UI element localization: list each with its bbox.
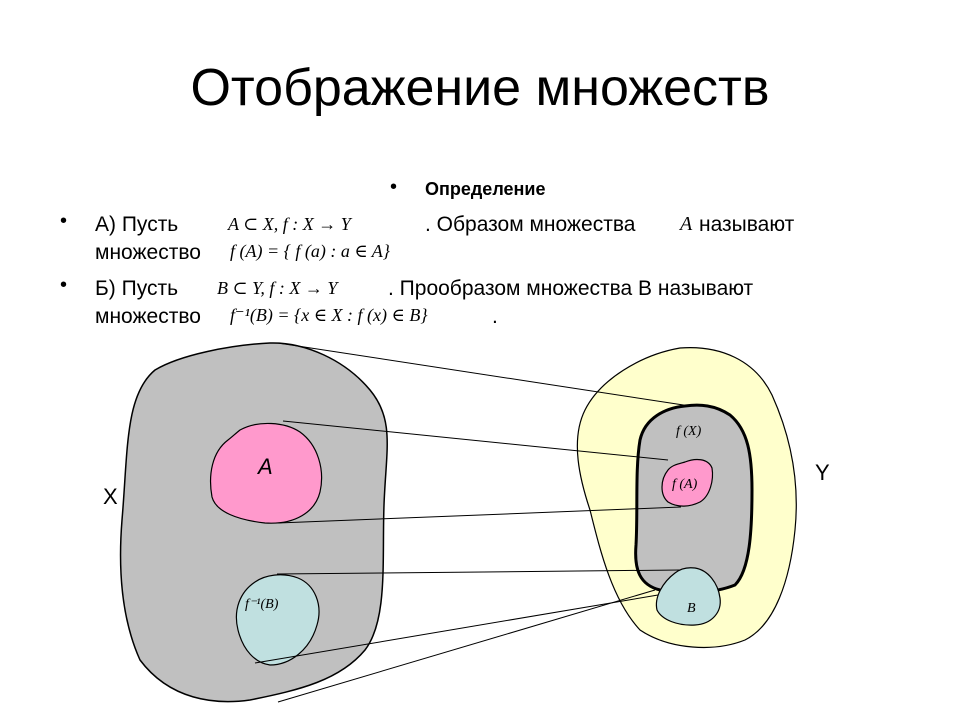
set-y-label: Y [815, 460, 830, 485]
definition-b-end: . [492, 305, 498, 328]
image-fx-label: f (X) [676, 424, 702, 439]
definition-heading: Определение [425, 179, 546, 199]
definition-a-set-var: A [680, 213, 693, 235]
set-x-region [119, 342, 388, 703]
subset-b-region [655, 567, 721, 626]
subset-a-region [209, 422, 323, 524]
definition-b-prefix: Б) Пусть [95, 277, 179, 300]
subset-b-label: B [687, 601, 696, 616]
preimage-b-label: f⁻¹(B) [245, 597, 279, 612]
image-fa-label: f (A) [672, 477, 698, 492]
definition-a-middle: . Образом множества [425, 213, 636, 236]
definition-b-middle: . Прообразом множества B называют [388, 277, 754, 300]
definition-a-prefix: А) Пусть [95, 213, 179, 236]
bullet-dot: • [60, 274, 68, 296]
definition-a-condition: A ⊂ X, f : X → Y [228, 214, 351, 234]
page-title: Отображение множеств [190, 59, 770, 117]
mapping-lines [254, 342, 691, 703]
definition-b-condition: B ⊂ Y, f : X → Y [217, 278, 338, 298]
bullet-dot: • [60, 210, 68, 232]
definition-b-formula: f⁻¹(B) = {x ∈ X : f (x) ∈ B} [230, 305, 428, 325]
definition-a-line2-prefix: множество [95, 241, 201, 264]
image-fa-region [661, 458, 714, 507]
definition-a-suffix: называют [699, 213, 795, 236]
bullet-dot: • [390, 176, 398, 198]
subset-a-label: A [256, 454, 273, 479]
definition-b-line2-prefix: множество [95, 305, 201, 328]
set-x-label: X [103, 484, 118, 509]
definition-a-formula: f (A) = { f (a) : a ∈ A} [230, 241, 391, 261]
preimage-b-region [235, 574, 320, 666]
